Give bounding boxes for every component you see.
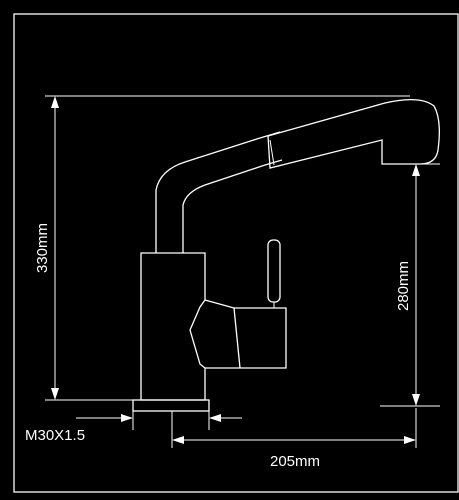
faucet-base bbox=[132, 399, 210, 412]
handle-block-front bbox=[233, 307, 241, 369]
total-height-label: 330mm bbox=[34, 223, 51, 273]
drawing-frame bbox=[13, 13, 459, 493]
faucet-neck bbox=[155, 131, 281, 253]
thread-label: M30X1.5 bbox=[25, 427, 85, 444]
faucet-body bbox=[140, 252, 206, 401]
spout-head bbox=[267, 99, 440, 169]
faucet-outline bbox=[132, 99, 440, 412]
dimension-thread: M30X1.5 bbox=[25, 411, 242, 444]
dimension-spout-height: 280mm bbox=[380, 163, 440, 407]
dimension-total-height: 330mm bbox=[34, 95, 410, 401]
handle-block bbox=[204, 299, 287, 369]
spout-height-label: 280mm bbox=[395, 261, 412, 311]
handle-lever bbox=[267, 239, 281, 303]
faucet-neck-inner bbox=[182, 159, 283, 253]
spout-head-seam bbox=[269, 139, 275, 166]
dimension-reach: 205mm bbox=[171, 408, 417, 470]
reach-label: 205mm bbox=[270, 453, 320, 470]
